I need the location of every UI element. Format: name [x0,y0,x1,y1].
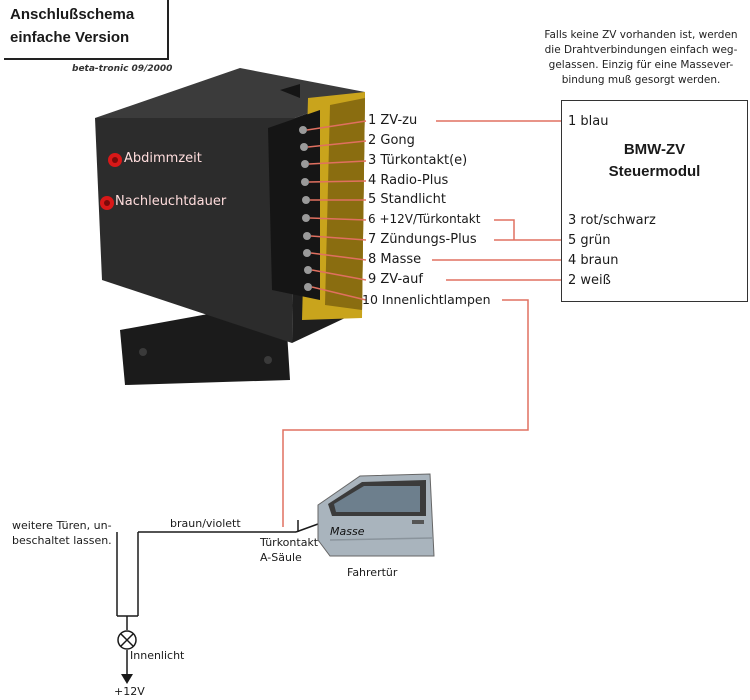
knob-label-dimm: Abdimmzeit [124,151,202,166]
zv-title-line-1: BMW-ZV [623,141,686,158]
door-contact-line: Türkontakt [260,536,319,549]
pin-label: 9 ZV-auf [368,272,423,287]
pin-label: 1 ZV-zu [368,113,418,128]
pin-label: 5 Standlicht [368,192,446,207]
supply-label: +12V [114,685,145,698]
zv-control-module: 1 blau BMW-ZV Steuermodul 3 rot/schwarz … [561,100,748,302]
other-doors-line: weitere Türen, un- [12,519,112,532]
note-line: bindung muß gesorgt werden. [561,74,721,86]
lamp-label: Innenlicht [130,649,185,662]
zv-wires [282,120,563,527]
masse-label: Masse [330,525,365,538]
other-doors-line: beschaltet lassen. [12,534,112,547]
pin-label: 7 Zündungs-Plus [368,232,477,247]
knob-label-afterglow: Nachleuchtdauer [115,194,227,209]
door-contact-label: Türkontakt A-Säule [260,535,318,565]
zv-pin-label: 4 braun [568,253,619,268]
other-doors-note: weitere Türen, un- beschaltet lassen. [12,518,112,548]
driver-door-label: Fahrertür [347,566,398,579]
note-line: Falls keine ZV vorhanden ist, werden [544,29,738,41]
lamp-icon [117,630,137,650]
pin-label: 10 Innenlichtlampen [362,292,491,307]
note-line: gelassen. Einzig für eine Massever- [548,59,734,71]
car-door-icon [317,473,435,557]
zv-pin-label: 3 rot/schwarz [568,213,656,228]
note: Falls keine ZV vorhanden ist, werden die… [532,28,750,88]
title-box: Anschlußschema einfache Version [4,0,169,60]
zv-pin-label: 2 weiß [568,273,611,288]
title-line-2: einfache Version [10,29,130,46]
pin-leads [306,120,367,301]
pin-label: 2 Gong [368,133,415,148]
zv-title-line-2: Steuermodul [608,163,701,180]
pin-label: 8 Masse [368,252,422,267]
door-contact-line: A-Säule [260,551,302,564]
arrow-down-icon [121,674,133,684]
wire-label: braun/violett [170,517,241,530]
pin-label: 3 Türkontakt(e) [368,153,468,168]
pin-label: 6 +12V/Türkontakt [368,212,481,226]
zv-pin-label: 5 grün [568,233,611,248]
control-unit-device [95,68,365,385]
credit: beta-tronic 09/2000 [72,64,173,74]
title-line-1: Anschlußschema [10,6,135,23]
zv-pin-label: 1 blau [568,114,609,129]
pin-label: 4 Radio-Plus [368,173,449,188]
terminal-screws [299,126,312,291]
note-line: die Drahtverbindungen einfach weg- [544,44,738,56]
